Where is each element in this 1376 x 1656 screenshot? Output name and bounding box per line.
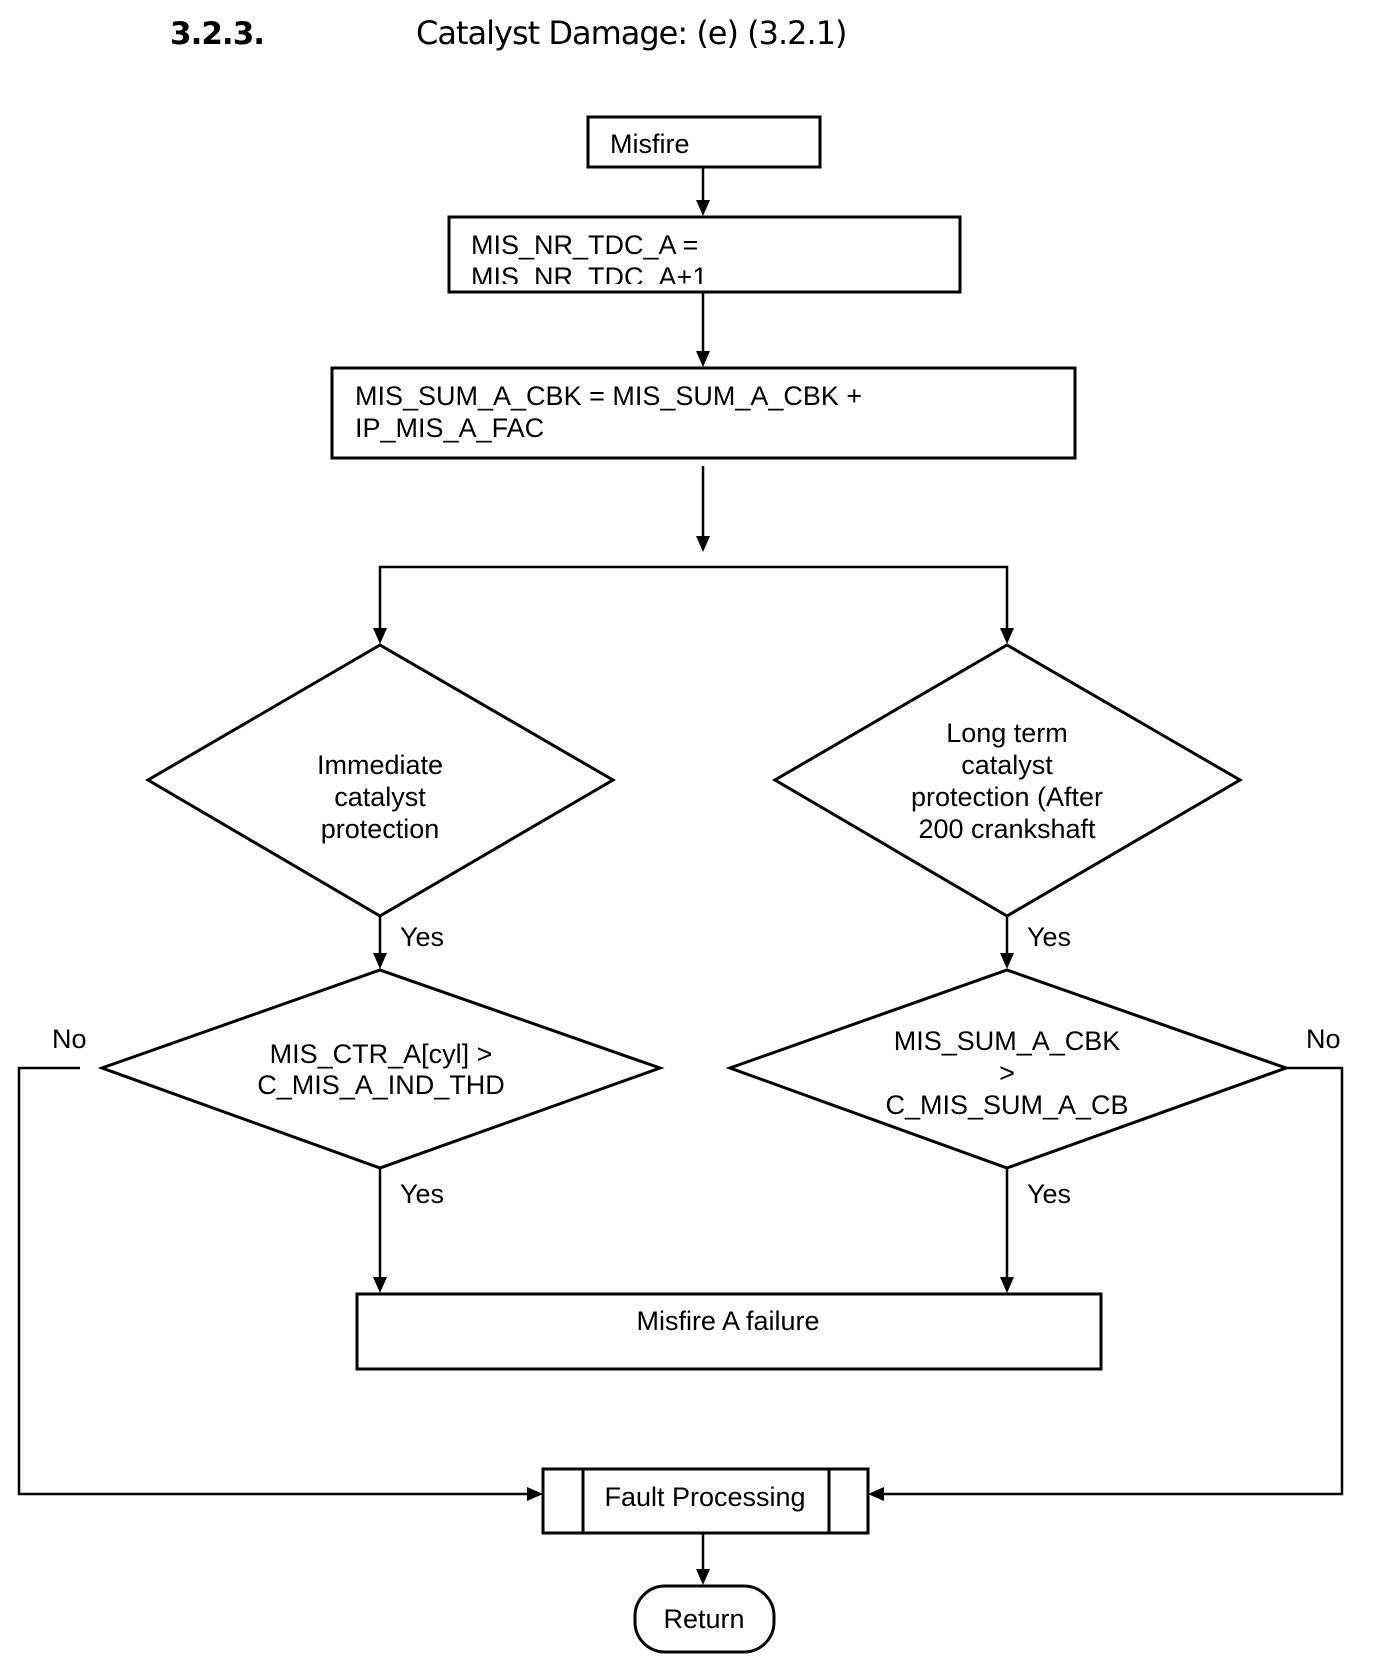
yes-label-immediate: Yes (400, 922, 444, 952)
decision-counter-line1: MIS_CTR_A[cyl] > (270, 1039, 493, 1069)
decision-counter-line2: C_MIS_A_IND_THD (257, 1070, 505, 1100)
failure-label: Misfire A failure (636, 1306, 819, 1336)
return-terminal: Return (635, 1586, 774, 1652)
yes-label-sum: Yes (1027, 1179, 1071, 1209)
decision-immediate-catalyst: Immediate catalyst protection (148, 645, 613, 916)
no-label-sum: No (1306, 1024, 1341, 1054)
arrowhead-counter (373, 953, 387, 969)
fault-processing-label: Fault Processing (604, 1482, 805, 1512)
step1-box: MIS_NR_TDC_A = MIS_NR_TDC_A+1 (449, 217, 960, 292)
decision-sum-line3: C_MIS_SUM_A_CB (885, 1090, 1128, 1120)
arrowhead-step2 (696, 351, 710, 367)
decision-immediate-line3: protection (321, 814, 440, 844)
failure-box: Misfire A failure (357, 1294, 1101, 1369)
decision-long-term-line4: 200 crankshaft (918, 814, 1096, 844)
arrowhead-failure-left (373, 1277, 387, 1293)
arrowhead-fault-left (527, 1487, 543, 1501)
arrowhead-immediate (373, 628, 387, 644)
step1-line1: MIS_NR_TDC_A = (471, 230, 698, 260)
step2-box: MIS_SUM_A_CBK = MIS_SUM_A_CBK + IP_MIS_A… (332, 368, 1075, 458)
arrowhead-sum (1000, 953, 1014, 969)
return-label: Return (663, 1604, 744, 1634)
decision-immediate-line2: catalyst (334, 782, 426, 812)
decision-sum-line2: > (999, 1058, 1015, 1088)
step2-line2: IP_MIS_A_FAC (355, 413, 544, 443)
arrowhead-failure-right (1000, 1277, 1014, 1293)
decision-long-term-line3: protection (After (911, 782, 1103, 812)
arrowhead-split (696, 536, 710, 552)
arrowhead-return (696, 1569, 710, 1585)
arrowhead-long-term (1000, 628, 1014, 644)
decision-counter-threshold: MIS_CTR_A[cyl] > C_MIS_A_IND_THD (102, 970, 660, 1168)
connector-split (380, 567, 1007, 633)
decision-long-term-catalyst: Long term catalyst protection (After 200… (775, 645, 1240, 916)
step2-line1: MIS_SUM_A_CBK = MIS_SUM_A_CBK + (355, 381, 862, 411)
start-label: Misfire (610, 129, 690, 159)
decision-long-term-line1: Long term (946, 718, 1068, 748)
decision-sum-threshold: MIS_SUM_A_CBK > C_MIS_SUM_A_CB (730, 970, 1286, 1168)
no-label-counter: No (52, 1024, 87, 1054)
start-box: Misfire (588, 117, 820, 167)
arrowhead-fault-right (868, 1487, 884, 1501)
decision-immediate-line1: Immediate (317, 750, 443, 780)
decision-long-term-line2: catalyst (961, 750, 1053, 780)
decision-sum-line1: MIS_SUM_A_CBK (894, 1026, 1121, 1056)
yes-label-counter: Yes (400, 1179, 444, 1209)
yes-label-long-term: Yes (1027, 922, 1071, 952)
arrowhead-step1 (696, 200, 710, 216)
fault-processing-box: Fault Processing (543, 1469, 868, 1533)
